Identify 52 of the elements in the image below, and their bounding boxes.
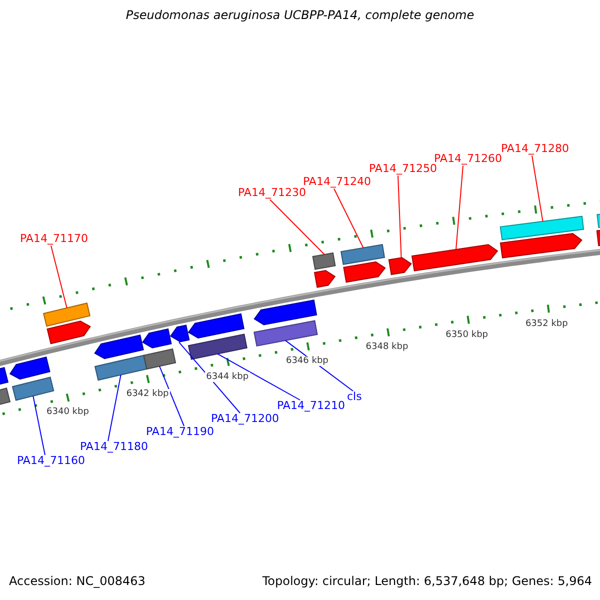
leader-line [158, 366, 184, 426]
gene-feature [254, 299, 318, 326]
genome-summary-text: Topology: circular; Length: 6,537,648 bp; Genes: 5,964 [262, 575, 592, 589]
leader-line [178, 342, 240, 414]
leader-line [456, 165, 464, 250]
scale-label: 6350 kbp [444, 330, 490, 340]
gene-label: cls [347, 391, 362, 404]
scale-label: 6342 kbp [125, 388, 170, 399]
gene-label: PA14_71210 [277, 400, 345, 413]
gene-label: PA14_71170 [20, 233, 88, 246]
accession-text: Accession: NC_008463 [9, 575, 146, 589]
gene-feature [94, 334, 144, 360]
gene-bar [340, 244, 386, 265]
gene-label: PA14_71250 [369, 163, 437, 176]
scale-label: 6352 kbp [524, 318, 569, 329]
gene-feature [0, 366, 9, 386]
gene-bar [500, 216, 584, 240]
title: Pseudomonas aeruginosa UCBPP-PA14, complete genome [124, 9, 476, 23]
gene-label: PA14_71200 [211, 413, 279, 426]
gene-label: PA14_71230 [238, 187, 306, 200]
leader-line [108, 374, 122, 442]
gene-label: PA14_71160 [17, 455, 85, 468]
gene-bar [42, 302, 90, 327]
gene-feature [314, 270, 336, 288]
gene-bar [143, 348, 176, 370]
gene-label: PA14_71280 [501, 143, 569, 156]
scale-label: 6340 kbp [46, 407, 90, 418]
leader-line [398, 175, 402, 258]
leader-line [270, 199, 325, 255]
gene-feature [388, 257, 412, 276]
scale-label: 6344 kbp [205, 372, 250, 382]
scale-label: 6348 kbp [364, 342, 410, 352]
gene-label: PA14_71240 [303, 176, 371, 189]
gene-bar [312, 252, 336, 270]
gene-feature [343, 261, 386, 283]
gene-label: PA14_71190 [146, 426, 214, 439]
gene-bar [254, 320, 318, 347]
gene-feature [46, 320, 91, 344]
gene-label: PA14_71180 [80, 441, 148, 454]
leader-line [32, 395, 46, 456]
leader-line [216, 353, 300, 400]
leader-line [50, 245, 68, 308]
gene-feature [500, 233, 582, 258]
gene-bar [188, 334, 248, 360]
gene-feature [142, 328, 172, 348]
gene-feature [170, 324, 190, 342]
gene-bar [12, 376, 54, 401]
leader-line [532, 155, 544, 222]
gene-label: PA14_71260 [434, 153, 502, 166]
scale-label: 6346 kbp [284, 356, 330, 366]
gene-bar [94, 354, 148, 381]
leader-line [334, 188, 364, 248]
